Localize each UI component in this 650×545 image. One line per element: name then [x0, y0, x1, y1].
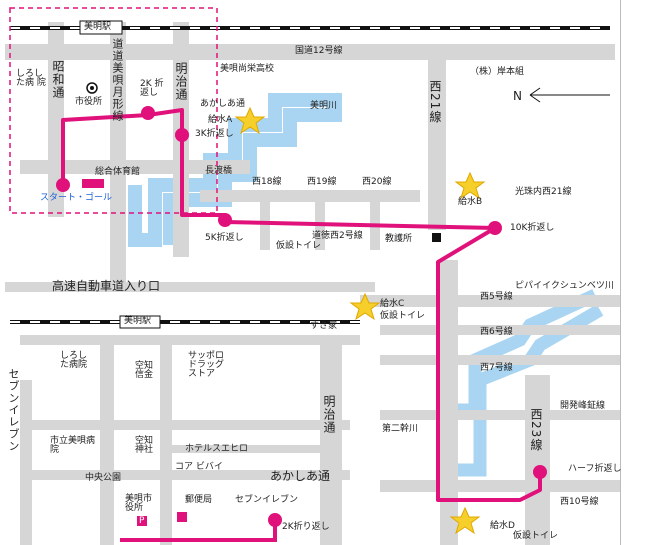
- cityhall-top: 市役所: [75, 97, 103, 107]
- station-box-top: [79, 20, 123, 35]
- half-turn: ハーフ折返し: [568, 464, 622, 474]
- akashia-top: あかしあ通: [200, 99, 246, 109]
- river-label: 美明川: [310, 101, 338, 111]
- shirorita-bottom: しろした病院: [60, 351, 88, 370]
- north-arrow: [529, 87, 610, 103]
- bimei-river: [128, 93, 342, 247]
- seven-eleven: セブンイレブン: [235, 495, 299, 505]
- r5: 西5号線: [480, 292, 513, 302]
- toilet-top: 仮設トイレ: [276, 241, 322, 251]
- r6: 西6号線: [480, 327, 513, 337]
- bimei-hs: 美唄尚栄高校: [220, 64, 275, 74]
- course-route-bottom: [120, 522, 277, 542]
- w19-label: 西19線: [307, 177, 337, 187]
- r10: 西10号線: [560, 497, 599, 507]
- akashia-bottom: あかしあ通: [270, 469, 331, 483]
- michi-road-label: 道道美唄月形線: [111, 38, 124, 122]
- kokyu-label: 光珠内西21線: [515, 187, 572, 197]
- water-c: 給水C: [380, 299, 405, 309]
- national-road-label: 国道12号線: [295, 46, 343, 56]
- showa-road-label: 昭和通: [51, 60, 65, 99]
- bottom-roads: [20, 260, 620, 545]
- n2kan: 第二幹川: [382, 424, 419, 434]
- top-roads: [5, 22, 620, 307]
- w20-label: 西20線: [362, 177, 392, 187]
- kaihatsu: 開発峰鉦線: [560, 401, 606, 411]
- shin2-label: 道徳西2号線: [312, 231, 363, 241]
- meiji-bottom: 明治通: [322, 395, 336, 434]
- cityhall-marker: [86, 82, 98, 94]
- sogo-gym: 総合体育館: [95, 167, 141, 177]
- area-frame: [9, 7, 218, 214]
- turn-points: [56, 106, 547, 527]
- highway-label: 高速自動車道入り口: [52, 279, 161, 293]
- kyogo: 教護所: [385, 234, 413, 244]
- w18-label: 西18線: [252, 177, 282, 187]
- north-label: N: [513, 89, 522, 103]
- start-goal: スタート・ゴール: [40, 193, 113, 203]
- k10-label: 10K折返し: [510, 223, 555, 233]
- kishimoto: （株）岸本組: [470, 67, 525, 77]
- toilet-d: 仮設トイレ: [513, 531, 559, 541]
- sora-bank: 空知信金: [135, 361, 154, 380]
- k2-label: 2K 折返し: [140, 79, 164, 98]
- r7: 西7号線: [480, 363, 513, 373]
- nishi21-label: 西21線: [428, 80, 442, 124]
- parking-bottom: [137, 516, 147, 526]
- water-b: 給水B: [458, 197, 483, 207]
- parking-label: P: [139, 516, 145, 526]
- sapporo-drug: サッポロドラッグストア: [188, 351, 225, 379]
- water-stars: [234, 106, 486, 535]
- sora-jinja: 空知神社: [135, 436, 154, 455]
- shirorita-top: しろした病 院: [16, 69, 46, 88]
- station-top-label: 美明駅: [84, 22, 112, 32]
- k5-label: 5K折返し: [205, 233, 244, 243]
- nishi23: 西23線: [529, 408, 543, 452]
- right-border: [620, 0, 621, 545]
- chokobashi: 長渡橋: [205, 166, 233, 176]
- station-bottom-label: 美明駅: [124, 316, 152, 326]
- pipai-river: ピパイイクシュンベツ川: [515, 281, 614, 291]
- station-box-bottom: [119, 315, 161, 329]
- water-d: 給水D: [490, 521, 515, 531]
- k3-label: 3K折返し: [195, 129, 234, 139]
- seven-eleven-v: セブンイレブン: [7, 368, 20, 452]
- city-hospital: 市立美唄病院: [50, 436, 96, 455]
- coa: コア ビバイ: [175, 462, 223, 472]
- k2-bottom: 2K折り返し: [282, 522, 330, 532]
- hotel: ホテルスエヒロ: [185, 444, 249, 454]
- toilet-c: 仮設トイレ: [380, 311, 426, 321]
- chuo-park: 中央公園: [85, 473, 122, 483]
- water-a: 給水A: [208, 115, 233, 125]
- post-office: 郵便局: [185, 495, 213, 505]
- kyogo-marker: [432, 233, 441, 242]
- cityhall-bottom: 美唄市役所: [125, 494, 153, 513]
- sukiya: すき家: [310, 321, 338, 331]
- meiji-road-label: 明治通: [174, 62, 188, 101]
